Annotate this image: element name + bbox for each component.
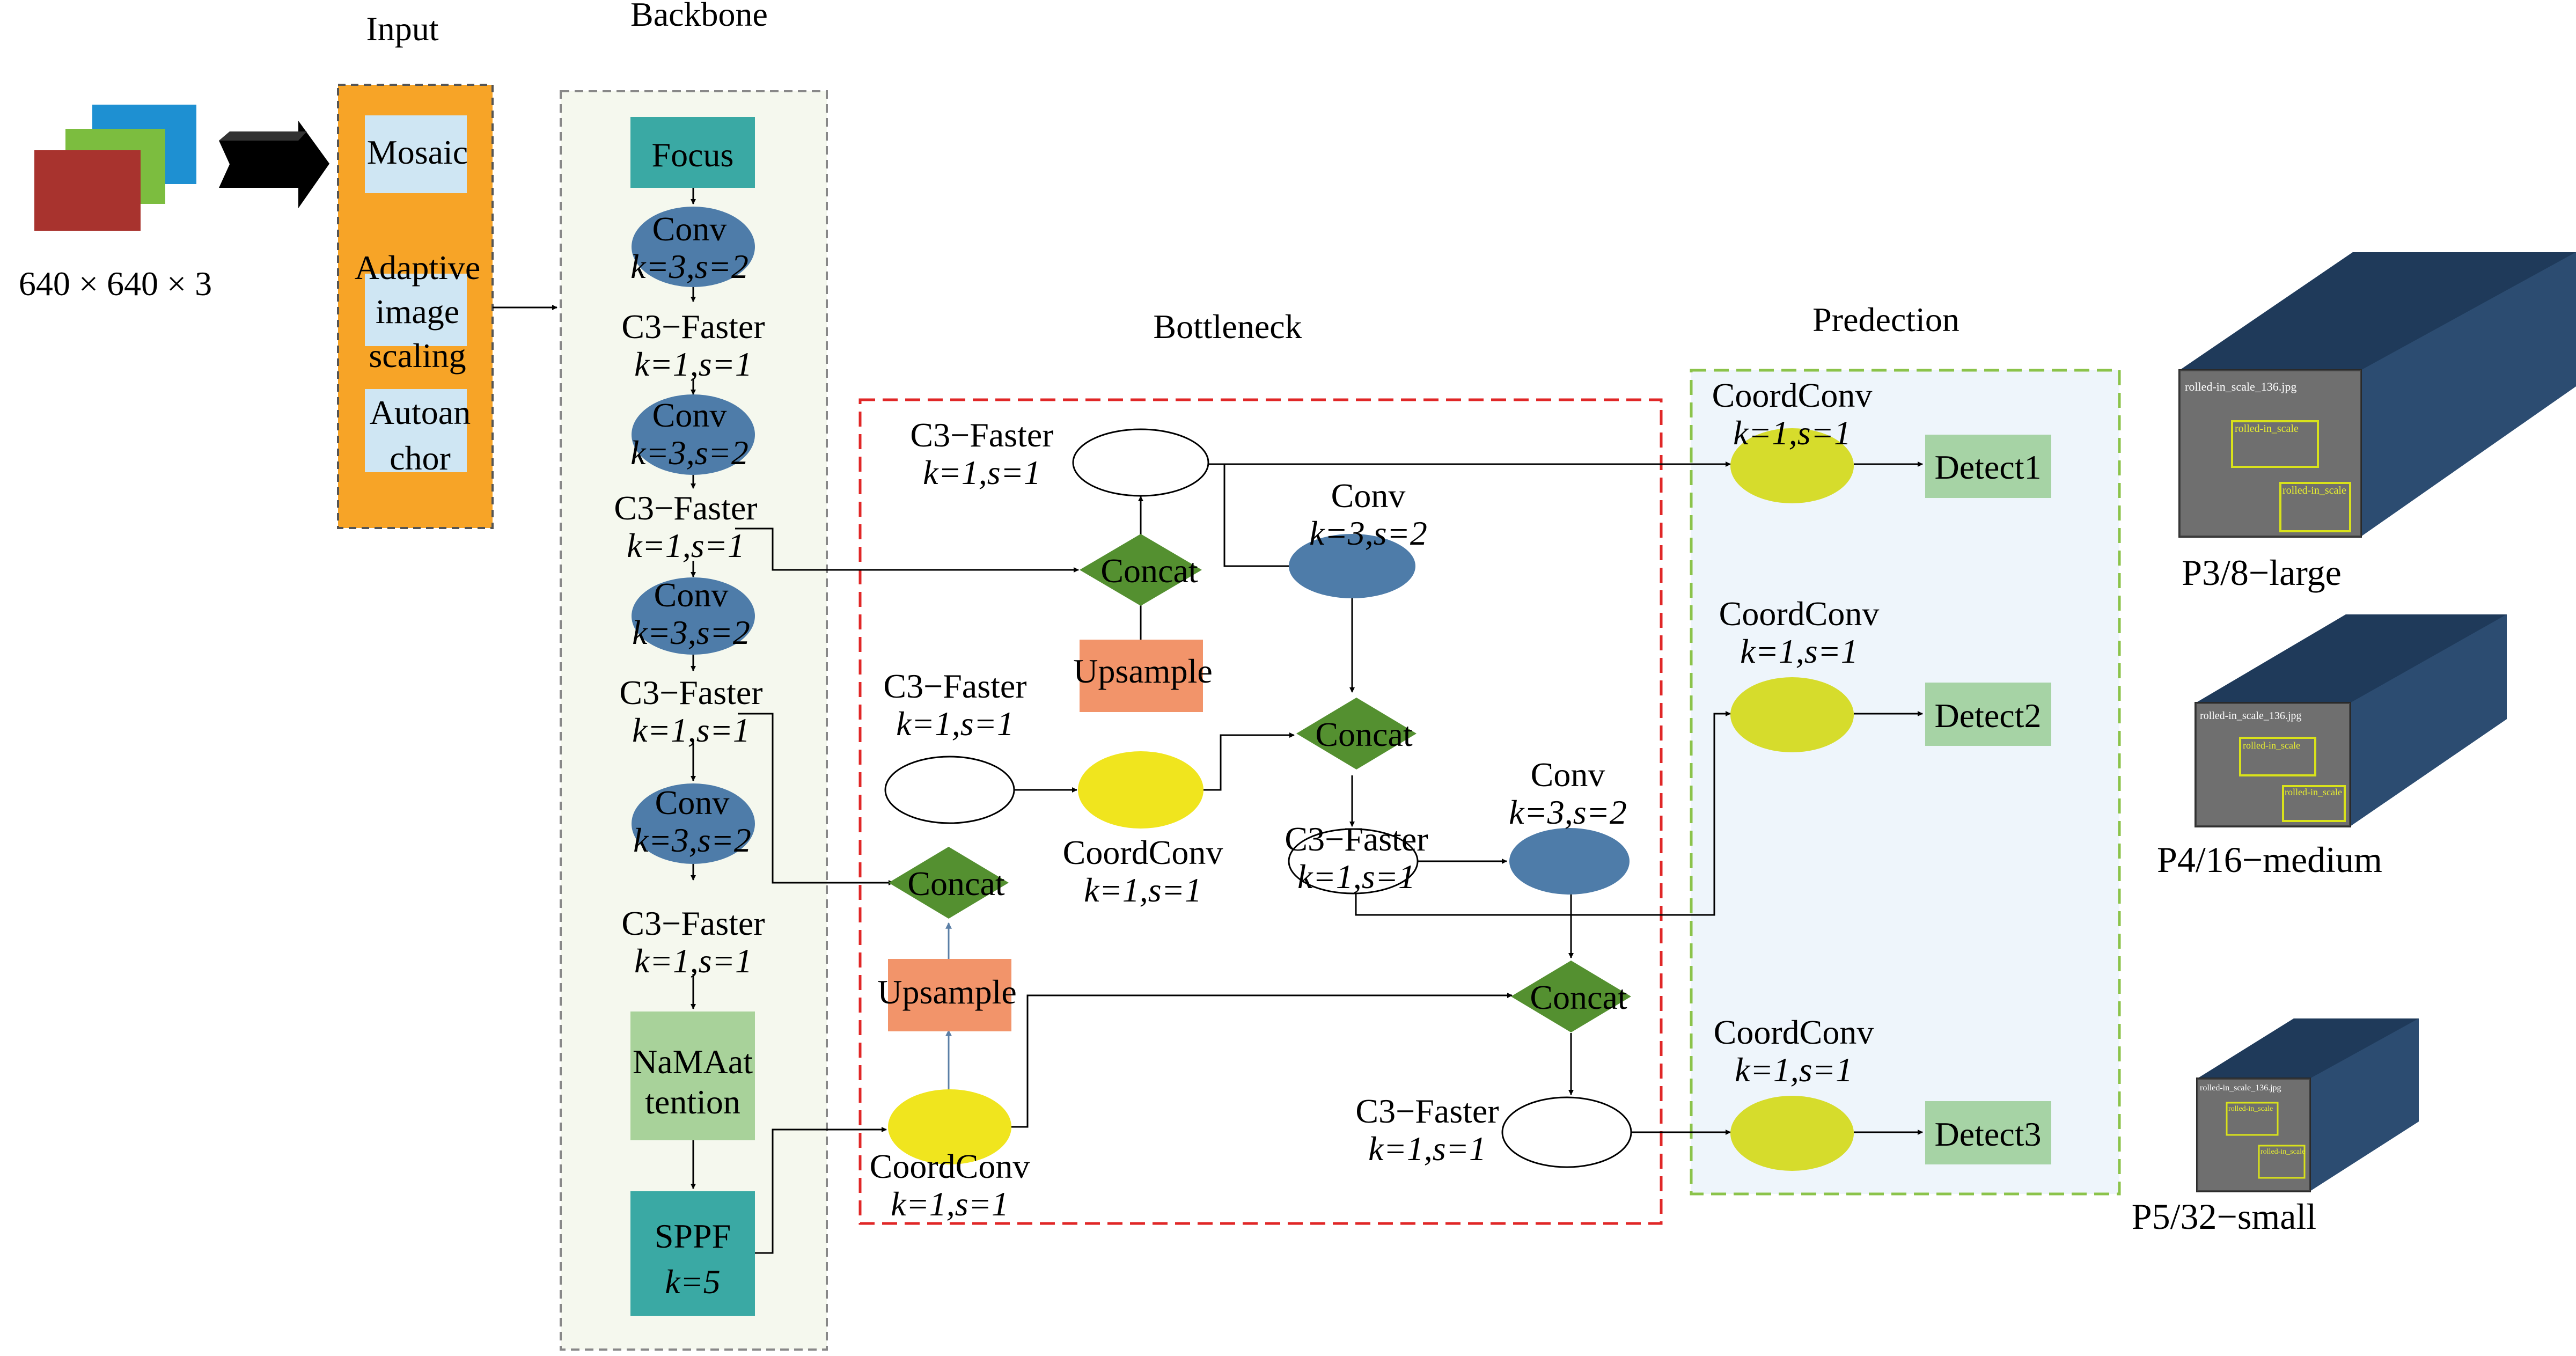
bottleneck-concat-1-label: Concat [1100,552,1198,590]
mosaic-box [365,115,467,193]
detect-3-label: Detect3 [1935,1115,2042,1153]
input-arrow-icon [219,121,329,208]
focus-block [630,117,755,188]
adaptive-scaling-box [365,274,467,346]
bottleneck-concat-4-label: Concat [1530,978,1627,1016]
detect-2-label: Detect2 [1935,697,2042,735]
backbone-conv-1 [632,207,755,287]
edges [735,461,1923,1254]
bottleneck-upsample-2 [888,959,1011,1031]
bottleneck-section-title: Bottleneck [1153,307,1302,346]
bottleneck-c3-bottom [1501,1096,1632,1168]
output-label-small: P5/32−small [2132,1196,2316,1237]
input-section-title: Input [366,10,438,48]
bottleneck-concat-3 [1296,698,1417,769]
thumb-small-tag-2: rolled-in_scale [2261,1148,2305,1156]
thumb-medium-tag-2: rolled-in_scale [2285,787,2342,797]
output-cuboid-small: rolled-in_scale_136.jpg rolled-in_scale … [2196,1018,2419,1192]
thumb-medium [2195,702,2351,827]
thumb-medium-filename: rolled-in_scale_136.jpg [2200,710,2301,722]
output-label-medium: P4/16−medium [2157,839,2382,880]
thumb-large-filename: rolled-in_scale_136.jpg [2185,380,2296,393]
bottleneck-coordconv-mid [1078,751,1203,829]
mosaic-label: Mosaic [367,133,468,171]
bottleneck-concat-2 [889,847,1009,919]
detect-3-block [1925,1101,2051,1164]
bottleneck-concat-2-label: Concat [907,864,1005,903]
bottleneck-concat-3-label: Concat [1315,715,1413,753]
prediction-coordconv-3 [1730,1096,1854,1171]
focus-label: Focus [652,136,734,174]
bottleneck-conv-right [1509,828,1630,895]
output-label-large: P3/8−large [2182,552,2342,593]
bottleneck-upsample-2-label: Upsample [877,973,1017,1011]
sppf-block [630,1191,755,1316]
prediction-coordconv-2 [1730,677,1854,752]
bottleneck-c3-mid [884,756,1015,824]
backbone-conv-4 [632,783,755,864]
autoanchor-box [365,389,467,472]
backbone-conv-3 [632,577,755,655]
bottleneck-coordconv-bottom [888,1089,1011,1164]
bottleneck-c3-right [1288,828,1419,895]
thumb-medium-tag-1: rolled-in_scale [2243,740,2300,751]
thumb-small-tag-1: rolled-in_scale [2228,1105,2273,1113]
bottleneck-conv-top [1289,534,1415,598]
thumb-large [2178,369,2362,538]
prediction-panel [1690,369,2121,1196]
input-layer-red [34,150,141,231]
thumb-small-filename: rolled-in_scale_136.jpg [2200,1083,2281,1093]
prediction-section-title: Predection [1812,300,1959,339]
output-cuboid-medium: rolled-in_scale_136.jpg rolled-in_scale … [2195,614,2507,827]
bottleneck-c3-top [1072,428,1209,497]
thumb-large-tag-1: rolled-in_scale [2235,423,2299,435]
backbone-conv-2 [632,394,755,475]
detect-2-block [1925,683,2051,746]
namaattention-block [630,1011,755,1140]
input-image-stack [34,105,196,231]
thumb-large-tag-2: rolled-in_scale [2283,485,2346,496]
output-cuboid-large: rolled-in_scale_136.jpg rolled-in_scale … [2178,252,2576,538]
input-size-label: 640 × 640 × 3 [19,265,212,303]
bottleneck-upsample-1 [1080,640,1203,712]
bottleneck-upsample-1-label: Upsample [1073,652,1213,690]
bottleneck-concat-4 [1511,961,1631,1032]
prediction-coordconv-1 [1730,428,1854,503]
backbone-section-title: Backbone [630,0,768,33]
bottleneck-concat-1 [1080,534,1202,606]
detect-1-block [1925,435,2051,498]
detect-1-label: Detect1 [1935,448,2042,486]
